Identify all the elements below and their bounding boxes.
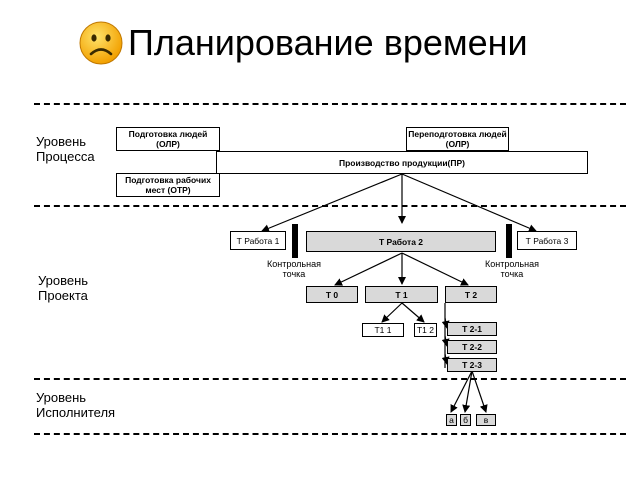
box-t2-2: Т 2-2 xyxy=(447,340,497,354)
sad-face-icon xyxy=(79,21,123,65)
box-t2: Т 2 xyxy=(445,286,497,303)
box-training: Подготовка людей (ОЛР) xyxy=(116,127,220,151)
box-work-2: Т Работа 2 xyxy=(306,231,496,252)
box-work-1: Т Работа 1 xyxy=(230,231,286,250)
box-t2-1: Т 2-1 xyxy=(447,322,497,336)
page-title: Планирование времени xyxy=(78,18,528,68)
box-exec-a: а xyxy=(446,414,457,426)
box-production: Производство продукции(ПР) xyxy=(216,151,588,174)
box-exec-b: б xyxy=(460,414,471,426)
box-work-3: Т Работа 3 xyxy=(517,231,577,250)
separator-top xyxy=(34,103,626,105)
box-t1-1: Т1 1 xyxy=(362,323,404,337)
level-executor-label: Уровень Исполнителя xyxy=(36,390,116,420)
separator-process xyxy=(34,205,626,207)
level-process-label: Уровень Процесса xyxy=(36,134,95,164)
box-t1: Т 1 xyxy=(365,286,438,303)
checkpoint-bar-1 xyxy=(292,224,298,258)
checkpoint-bar-2 xyxy=(506,224,512,258)
box-workplaces: Подготовка рабочих мест (ОТР) xyxy=(116,173,220,197)
checkpoint-label-1: Контрольная точка xyxy=(267,259,321,279)
level-project-label: Уровень Проекта xyxy=(38,273,89,303)
separator-bottom xyxy=(34,433,626,435)
checkpoint-label-2: Контрольная точка xyxy=(485,259,539,279)
box-retraining: Переподготовка людей (ОЛР) xyxy=(406,127,509,151)
box-exec-v: в xyxy=(476,414,496,426)
box-t1-2: Т1 2 xyxy=(414,323,437,337)
box-t0: Т 0 xyxy=(306,286,358,303)
title-text: Планирование времени xyxy=(128,22,528,63)
separator-project xyxy=(34,378,626,380)
box-t2-3: Т 2-3 xyxy=(447,358,497,372)
